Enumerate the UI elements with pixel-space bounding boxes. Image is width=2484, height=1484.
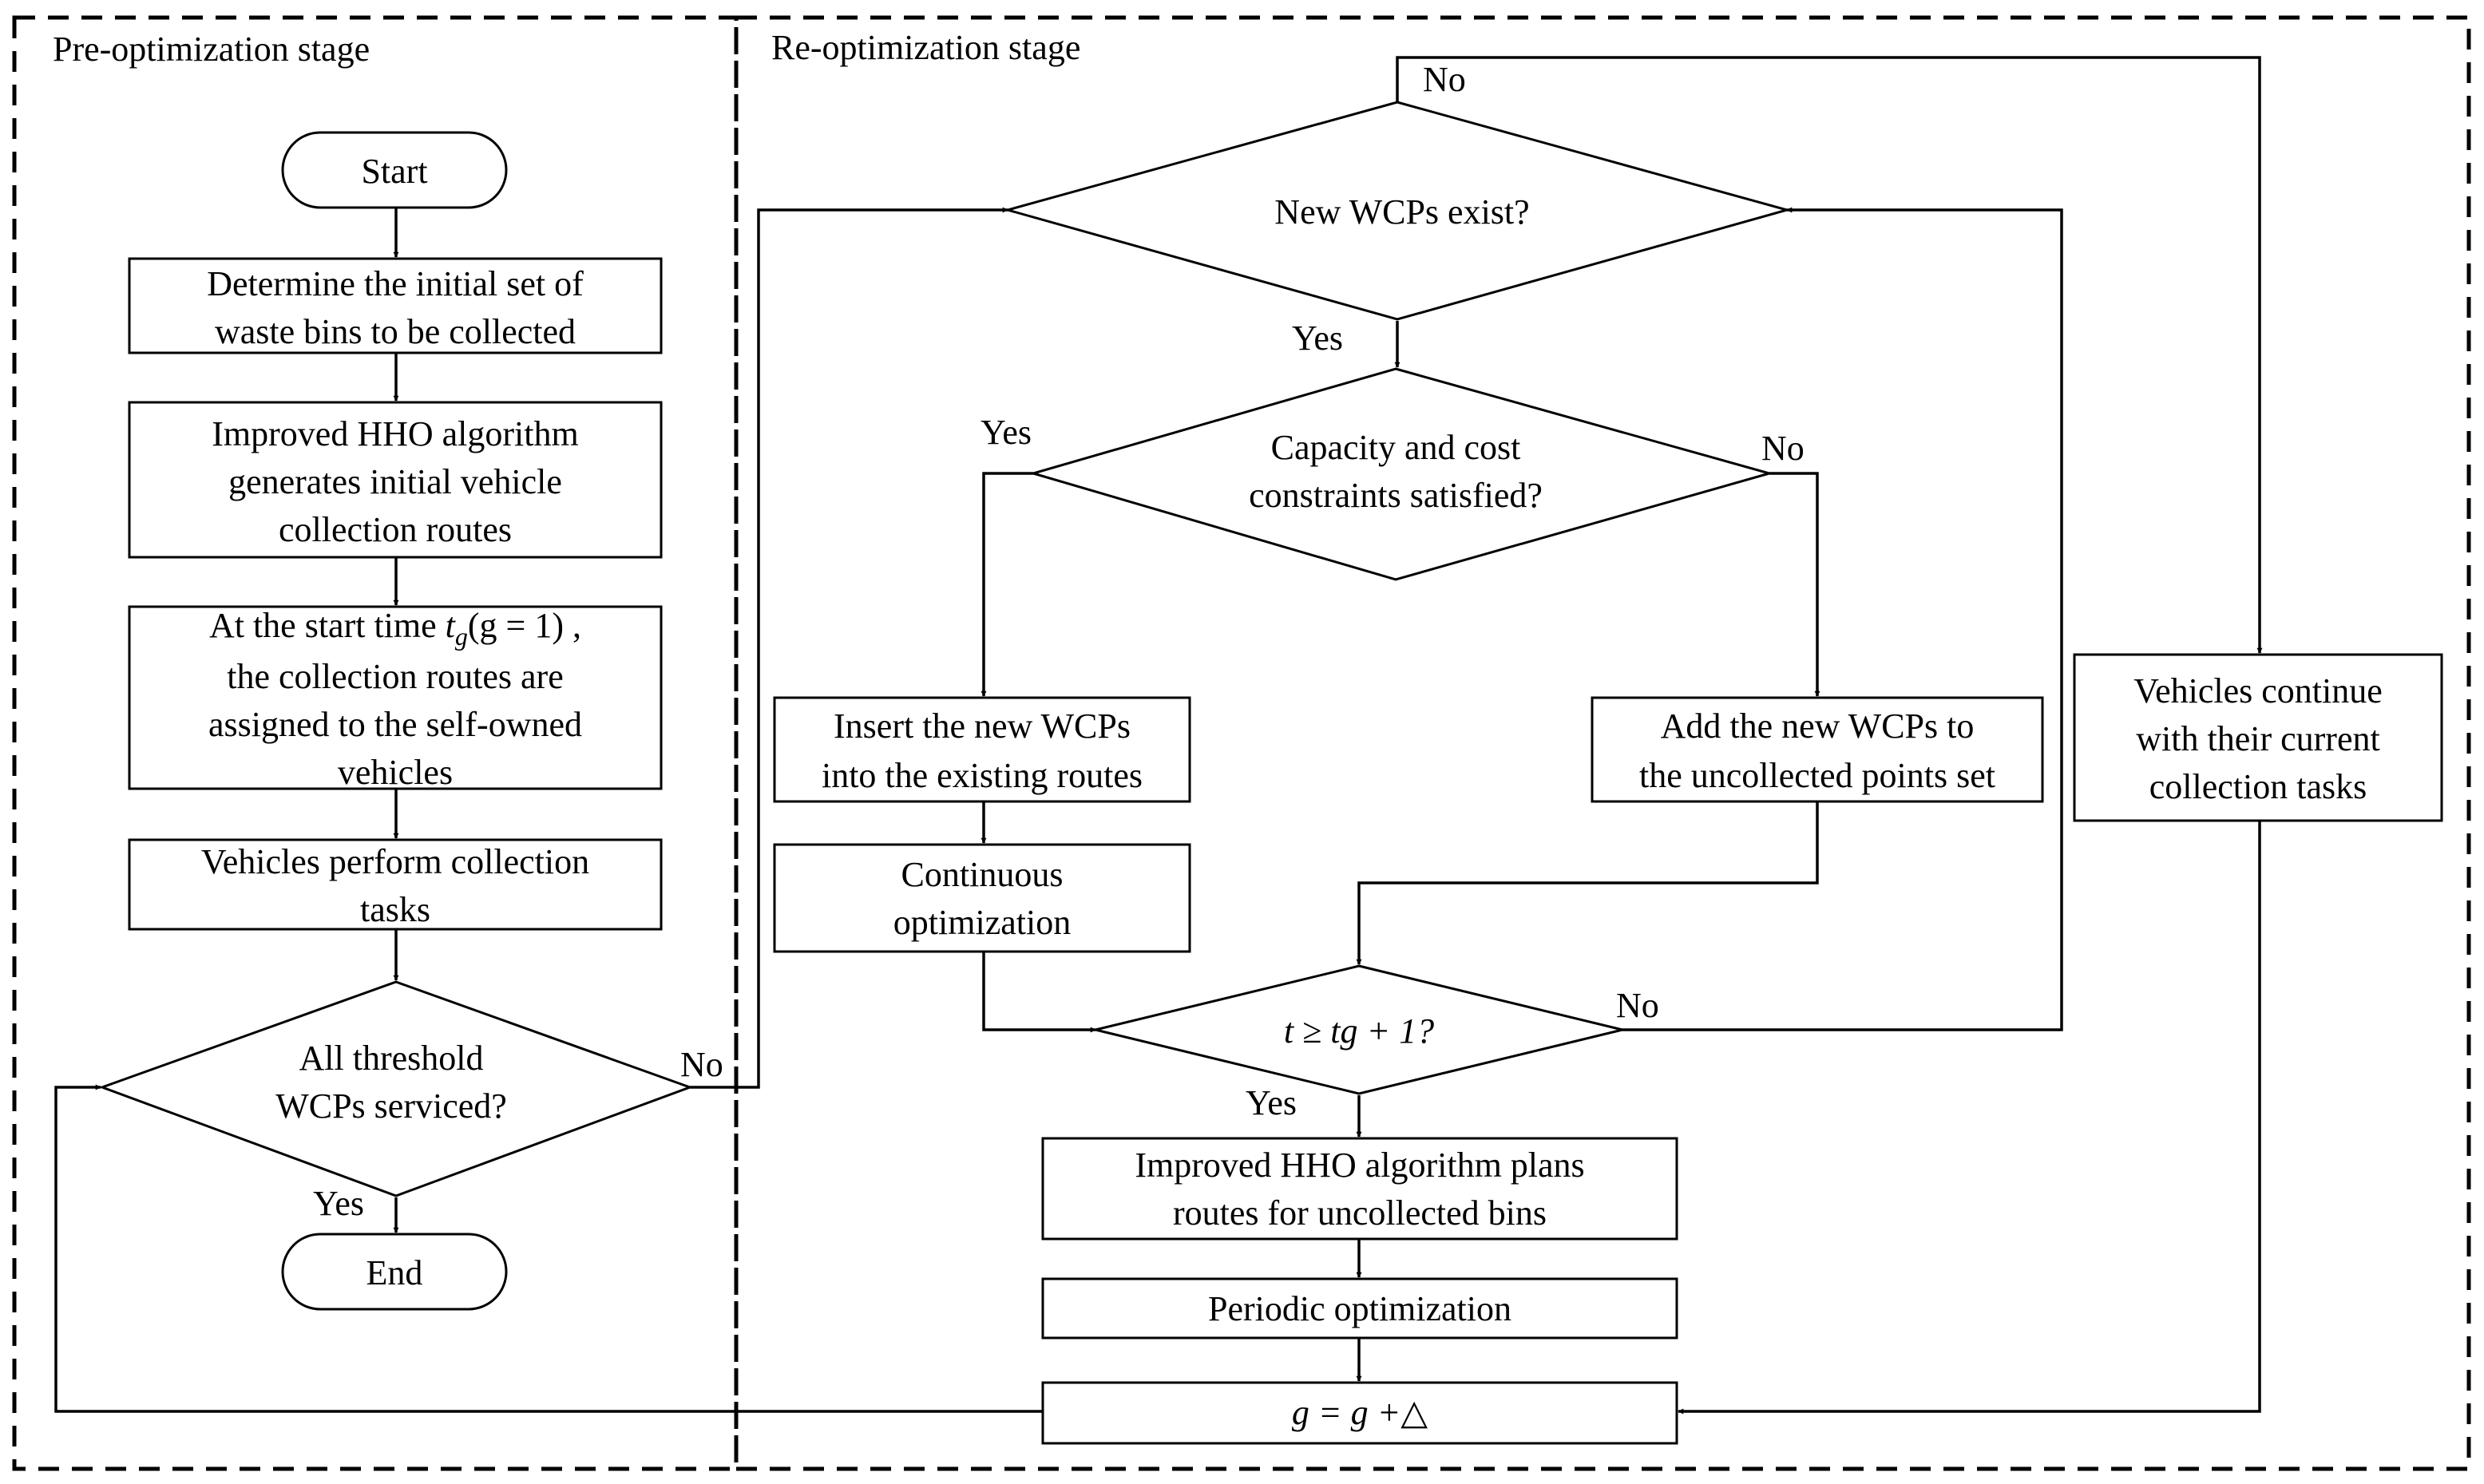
edge-update-loop [54, 1084, 1043, 1413]
continuous-line-1: Continuous [901, 855, 1064, 894]
all-serviced-line-1: All threshold [299, 1039, 484, 1078]
all-serviced-no-label: No [680, 1045, 723, 1084]
time-check-decision: t ≥ tg + 1? [1095, 964, 1623, 1095]
pre-optimization-stage-label: Pre-optimization stage [53, 30, 370, 69]
capacity-decision: Capacity and cost constraints satisfied? [1028, 367, 1774, 581]
insert-new-wcps-box: Insert the new WCPs into the existing ro… [773, 696, 1191, 803]
hho-initial-routes-box: Improved HHO algorithm generates initial… [128, 401, 663, 559]
add-line-1: Add the new WCPs to [1661, 706, 1975, 746]
capacity-line-2: constraints satisfied? [1249, 476, 1543, 515]
determine-line-2: waste bins to be collected [215, 312, 576, 351]
update-label: g = g +△ [1292, 1393, 1428, 1432]
re-optimization-frame [734, 15, 2471, 1471]
all-serviced-line-2: WCPs serviced? [275, 1086, 507, 1126]
insert-line-2: into the existing routes [822, 756, 1143, 795]
continue-line-2: with their current [2136, 719, 2379, 758]
perform-line-1: Vehicles perform collection [201, 842, 589, 881]
start-label: Start [361, 152, 427, 191]
add-line-2: the uncollected points set [1639, 756, 1995, 795]
assign-line-3: assigned to the self-owned [208, 705, 582, 744]
hho-plan-box: Improved HHO algorithm plans routes for … [1041, 1137, 1678, 1241]
time-check-label: t ≥ tg + 1? [1284, 1011, 1434, 1051]
end-label: End [366, 1253, 423, 1292]
new-wcps-no-label: No [1423, 60, 1466, 99]
edge-capacity-no [1769, 472, 1820, 697]
all-serviced-decision: All threshold WCPs serviced? [98, 980, 694, 1197]
continue-line-1: Vehicles continue [2133, 671, 2383, 710]
assign-line-1-prefix: At the start time [209, 606, 446, 645]
continue-line-3: collection tasks [2149, 767, 2367, 806]
determine-line-1: Determine the initial set of [207, 264, 584, 303]
hho-plan-line-2: routes for uncollected bins [1173, 1193, 1547, 1233]
new-wcps-yes-label: Yes [1292, 319, 1343, 358]
periodic-label: Periodic optimization [1208, 1289, 1511, 1328]
update-g-box: g = g +△ [1041, 1381, 1678, 1445]
vehicles-continue-box: Vehicles continue with their current col… [2073, 653, 2443, 822]
continuous-optimization-box: Continuous optimization [773, 843, 1191, 953]
edge-allserviced-no [690, 207, 1008, 1089]
all-serviced-yes-label: Yes [313, 1184, 364, 1223]
end-terminal: End [281, 1233, 508, 1311]
assign-line-1-suffix: (g = 1) , [468, 606, 581, 645]
continuous-line-2: optimization [893, 903, 1071, 942]
hho-plan-line-1: Improved HHO algorithm plans [1135, 1146, 1584, 1185]
edge-newwcps-no [1396, 56, 2263, 654]
edge-tcheck-no [1622, 207, 2063, 1031]
re-optimization-stage-label: Re-optimization stage [771, 28, 1080, 67]
perform-line-2: tasks [360, 890, 430, 929]
edge-continue-update [1678, 821, 2261, 1415]
new-wcps-label: New WCPs exist? [1274, 192, 1529, 232]
time-check-yes-label: Yes [1246, 1083, 1297, 1122]
add-new-wcps-box: Add the new WCPs to the uncollected poin… [1591, 696, 2044, 803]
periodic-optimization-box: Periodic optimization [1041, 1277, 1678, 1340]
hho-initial-line-1: Improved HHO algorithm [212, 414, 578, 453]
capacity-yes-label: Yes [981, 413, 1032, 452]
start-terminal: Start [281, 131, 508, 209]
vehicles-perform-box: Vehicles perform collection tasks [128, 838, 663, 931]
hho-initial-line-3: collection routes [279, 510, 512, 549]
insert-line-1: Insert the new WCPs [834, 706, 1131, 746]
assign-line-1: At the start time tg(g = 1) , [209, 606, 581, 651]
time-check-no-label: No [1616, 986, 1659, 1025]
edge-continuous-tcheck [982, 952, 1096, 1033]
determine-initial-set-box: Determine the initial set of waste bins … [128, 257, 663, 354]
edges [54, 56, 2263, 1415]
hho-initial-line-2: generates initial vehicle [228, 462, 562, 501]
edge-add-tcheck [1356, 801, 1819, 965]
assign-line-2: the collection routes are [227, 657, 563, 696]
assign-routes-box: At the start time tg(g = 1) , the collec… [128, 605, 663, 792]
assign-line-4: vehicles [338, 753, 453, 792]
assign-line-1-sub: g [455, 622, 468, 651]
capacity-line-1: Capacity and cost [1271, 428, 1521, 467]
assign-line-1-var: t [446, 606, 457, 645]
new-wcps-decision: New WCPs exist? [1003, 101, 1792, 321]
edge-capacity-yes [981, 472, 1033, 697]
capacity-no-label: No [1761, 429, 1805, 468]
